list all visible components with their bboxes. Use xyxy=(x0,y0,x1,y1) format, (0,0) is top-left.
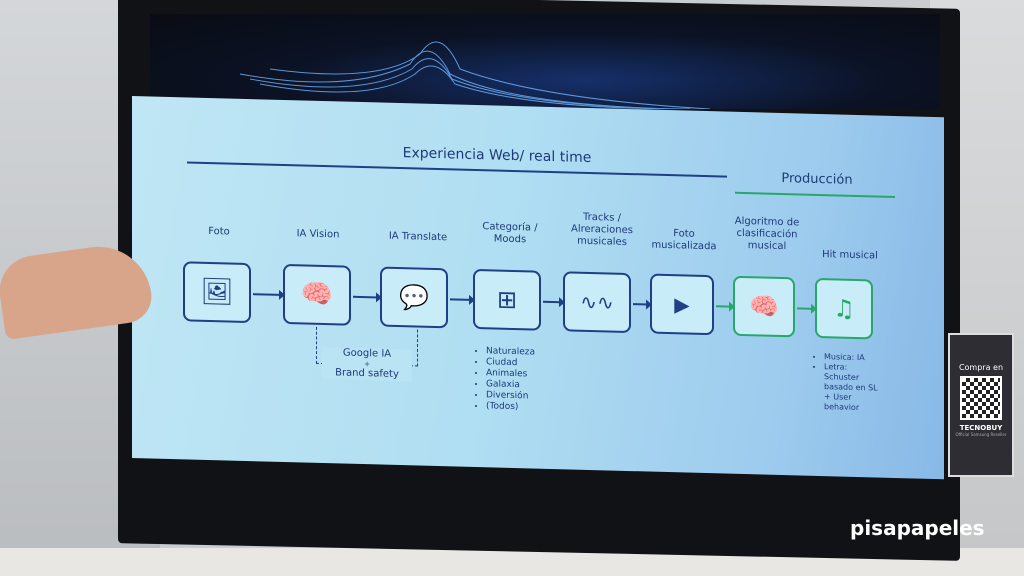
step-label: Tracks / Alreraciones musicales xyxy=(571,211,633,248)
translate-chat-icon: 💬 xyxy=(399,282,429,312)
hit-notes-list: Musica: IA Letra: Schuster basado en SL … xyxy=(812,352,884,414)
stand-sub: Official Samsung Reseller xyxy=(955,432,1007,437)
stand-title: Compra en xyxy=(958,363,1004,372)
step-label: Foto musicalizada xyxy=(651,228,717,253)
music-note-icon: ♫ xyxy=(833,294,855,323)
hierarchy-icon: ⊞ xyxy=(496,285,518,315)
step-hit-musical: ♫ xyxy=(815,277,873,340)
mood-item: (Todos) xyxy=(486,401,535,413)
step-label: Foto xyxy=(208,225,230,238)
play-video-icon: ▶ xyxy=(674,292,690,317)
step-ia-translate: 💬 xyxy=(380,266,448,329)
step-categoria: ⊞ xyxy=(473,268,541,331)
step-label: IA Vision xyxy=(296,228,340,241)
section-line-web xyxy=(187,161,727,178)
brand-safety-text: Brand safety xyxy=(335,367,399,380)
step-tracks: ∿∿ xyxy=(563,271,631,334)
waveform-icon: ∿∿ xyxy=(580,289,614,315)
arrow xyxy=(253,293,281,296)
arrow xyxy=(716,305,731,308)
arrow xyxy=(633,303,648,306)
brain-circuit-icon: 🧠 xyxy=(749,292,779,321)
qr-code-icon xyxy=(960,376,1002,420)
step-foto-musicalizada: ▶ xyxy=(650,273,714,336)
step-label: Algoritmo de clasificación musical xyxy=(734,215,800,253)
wave-banner xyxy=(150,14,940,110)
section-title-prod: Producción xyxy=(781,171,853,188)
step-label: Hit musical xyxy=(822,249,878,262)
image-icon: 🖼 xyxy=(200,276,234,308)
slide: Experiencia Web/ real time Producción Fo… xyxy=(132,96,944,480)
qr-stand: Compra en TECNOBUY Official Samsung Rese… xyxy=(948,333,1014,477)
hit-note: Letra: Schuster basado en SL + User beha… xyxy=(824,362,884,414)
step-label: Categoría / Moods xyxy=(482,221,538,246)
step-foto: 🖼 xyxy=(183,261,251,324)
watermark-logo: pisapapeles xyxy=(850,516,985,540)
arrow xyxy=(797,307,813,310)
step-algoritmo: 🧠 xyxy=(733,275,795,338)
brain-circuit-icon: 🧠 xyxy=(300,279,334,311)
arrow xyxy=(543,300,561,304)
arrow xyxy=(353,295,378,299)
step-ia-vision: 🧠 xyxy=(283,263,351,326)
step-label: IA Translate xyxy=(388,230,448,244)
moods-list: Naturaleza Ciudad Animales Galaxia Diver… xyxy=(474,346,535,414)
arrow xyxy=(450,298,471,301)
section-title-web: Experiencia Web/ real time xyxy=(402,145,592,167)
section-line-prod xyxy=(735,191,895,198)
stand-brand: TECNOBUY xyxy=(959,424,1003,432)
google-note: Google IA + Brand safety xyxy=(322,346,412,382)
